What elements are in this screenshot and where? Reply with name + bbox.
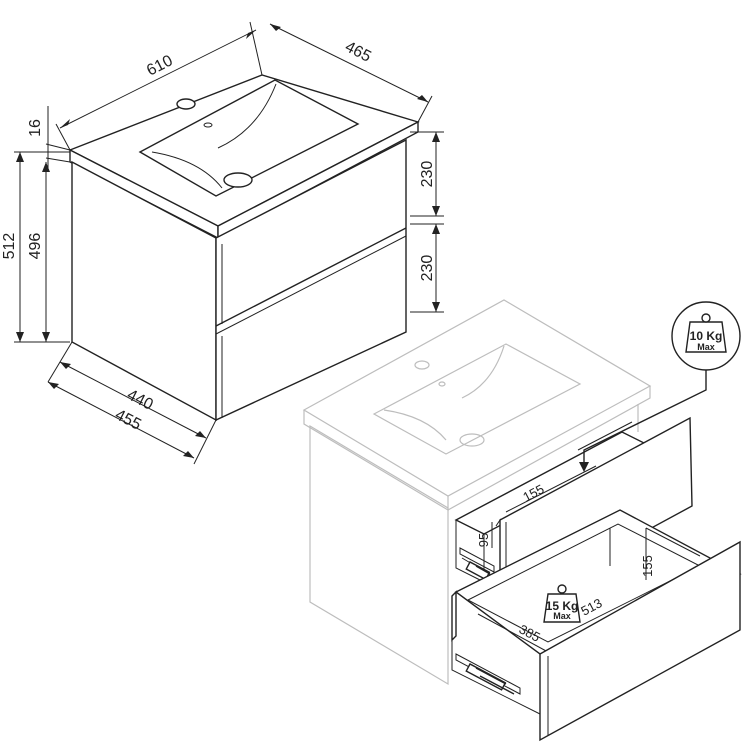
weight-icon	[685, 313, 727, 353]
sink-curve-2	[217, 83, 277, 149]
sink-basin	[138, 79, 360, 197]
drain-hole	[223, 172, 253, 188]
dim-top-thickness: 16	[27, 119, 44, 137]
dim-width: 610	[144, 52, 176, 79]
tap-hole	[176, 98, 196, 110]
drawer-divider	[215, 227, 407, 327]
dim-upper-height: 95	[476, 533, 491, 547]
lower-slide	[455, 653, 521, 695]
drawer-slide-icon	[465, 663, 515, 695]
lower-load-label: Max	[553, 611, 571, 621]
cabinet-front-view	[68, 74, 420, 422]
dim-drawer-top: 230	[419, 161, 436, 188]
overflow-hole	[203, 122, 213, 128]
dim-drawer-bottom: 230	[419, 255, 436, 282]
load-badge-upper: 10 Kg Max	[671, 301, 741, 371]
dim-lower-height: 155	[640, 555, 655, 577]
upper-slide	[459, 547, 495, 573]
sink-curve	[151, 151, 223, 189]
load-arrow-upper	[583, 370, 707, 468]
dim-body-height: 496	[27, 233, 44, 260]
upper-load-label: Max	[697, 342, 715, 352]
dim-total-height: 512	[1, 233, 18, 260]
drawer-divider-2	[215, 235, 407, 335]
ghost-left-side	[309, 424, 449, 686]
load-badge-lower: 15 Kg Max	[543, 584, 581, 623]
lower-drawer-front	[539, 540, 741, 742]
cabinet-front	[215, 138, 407, 422]
cabinet-open-view: 155 95 155 513 385	[302, 299, 742, 742]
upper-load-value: 10 Kg	[690, 329, 723, 343]
lower-load-value: 15 Kg	[546, 599, 579, 613]
weight-icon	[543, 584, 581, 623]
